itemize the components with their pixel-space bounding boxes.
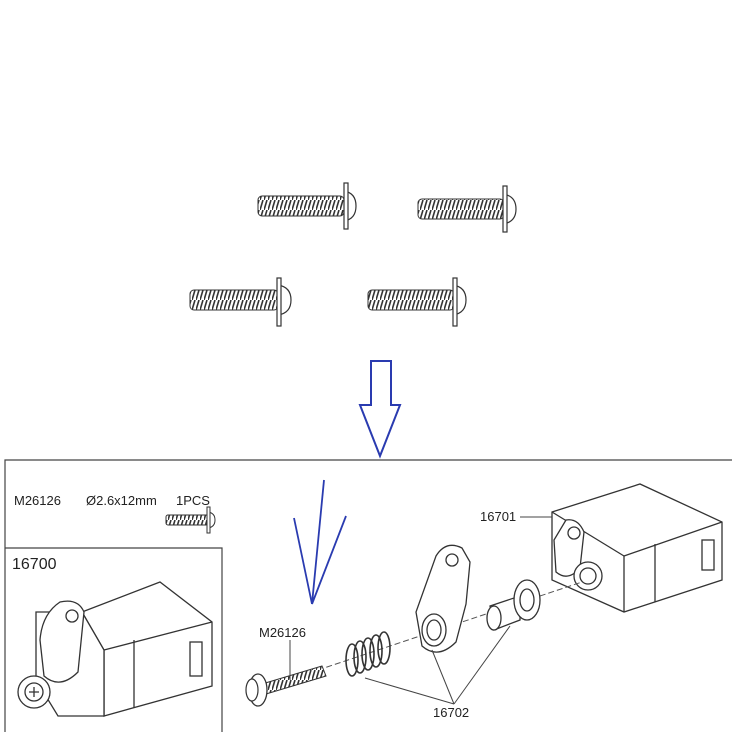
- loose-screw-4: [367, 277, 467, 327]
- loose-screw-1: [257, 182, 357, 230]
- servo-label: 16701: [480, 509, 517, 524]
- exploded-screw: [245, 665, 327, 707]
- loose-screw-2: [417, 185, 517, 233]
- down-arrow-icon: [358, 360, 402, 459]
- spring: [345, 631, 391, 677]
- part-quantity: 1PCS: [176, 493, 210, 508]
- screw-label: M26126: [259, 625, 306, 640]
- parts-box-border: [5, 547, 223, 732]
- part-size: Ø2.6x12mm: [86, 493, 157, 508]
- bushing: [486, 579, 541, 631]
- inset-servo: [17, 581, 213, 717]
- parts-box-screw: [165, 506, 216, 534]
- part-number: M26126: [14, 493, 61, 508]
- servo-arm: [415, 544, 471, 653]
- exploded-servo: [551, 483, 723, 613]
- leader-lines: [289, 516, 552, 705]
- hand-drawn-arrow-icon: [293, 479, 347, 605]
- hardware-label: 16702: [433, 705, 470, 720]
- main-frame: [4, 459, 732, 732]
- loose-screw-3: [189, 277, 292, 327]
- inset-title: 16700: [12, 556, 57, 573]
